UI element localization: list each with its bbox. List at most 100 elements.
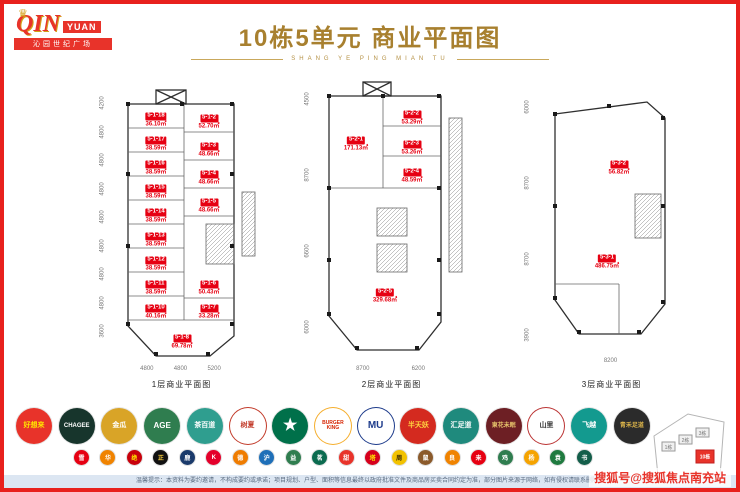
brand-circle-古茗: 茗: [312, 450, 328, 465]
title-block: 10栋5单元 商业平面图 SHANG YE PING MIAN TU: [4, 18, 736, 62]
brand-circle-好想来: 好想来: [16, 408, 52, 444]
logo-text-qin: QIN: [16, 11, 61, 37]
brand-树夏: 树夏: [229, 408, 266, 444]
sitemap-highlight-label: 10栋: [700, 454, 711, 461]
brand-circle-霸王茶姬: CHAGEE: [58, 408, 95, 444]
logo-wordmark: QIN YUAN: [14, 12, 118, 36]
brand-好想来: 好想来: [16, 408, 52, 444]
brand-東花未眠: 東花未眠: [485, 408, 522, 444]
brand-良品铺子: 良: [444, 450, 460, 465]
brand-circle-老乡鸡: 鸡: [497, 450, 513, 465]
brand-益禾堂: 益: [285, 450, 301, 465]
brand-circle-星巴克: ★: [272, 408, 309, 444]
brand-杨国福: 杨: [523, 450, 539, 465]
brand-circle-树夏: 树夏: [229, 408, 266, 444]
brand-霸王茶姬: CHAGEE: [58, 408, 95, 444]
brand-金瓜水果: 金瓜: [101, 408, 138, 444]
logo-subtitle: 沁园世纪广场: [14, 38, 112, 50]
columns-1f: [126, 102, 234, 356]
sitemap-highlight-building: [695, 449, 715, 464]
brand-circle-华莱士: 华: [100, 450, 116, 465]
brand-老乡鸡: 鸡: [497, 450, 513, 465]
brand-飞越: 飞越: [571, 408, 608, 444]
brand-塔斯汀: 塔: [365, 450, 381, 465]
page-subtitle: SHANG YE PING MIAN TU: [4, 56, 736, 62]
brand-circle-AGE DECOR: AGE: [144, 408, 181, 444]
dim-label: 6600: [305, 244, 312, 258]
dim-label: 6000: [305, 320, 312, 334]
brand-circle-金瓜水果: 金瓜: [101, 408, 138, 444]
brand-circle-瑞幸咖啡: 鹿: [179, 450, 195, 465]
dim-label: 4800: [100, 238, 107, 253]
dim-label: 4800: [100, 210, 107, 224]
brand-绝味鸭脖: 绝: [126, 450, 142, 465]
plan-caption-3f: 3层商业平面图: [581, 380, 642, 389]
dim-label: 5200: [207, 366, 221, 372]
brand-circle-MU: MU: [357, 408, 394, 444]
brand-circle-半天妖: 半天妖: [400, 408, 437, 444]
dims-left-2f: 4500 8700 6600 6000: [302, 92, 314, 334]
brand-蜜雪冰城: 雪: [74, 450, 89, 465]
brand-circle-绝味鸭脖: 绝: [126, 450, 142, 465]
dim-label: 4800: [100, 267, 107, 281]
brand-周黑鸭: 周: [391, 450, 407, 465]
brand-星巴克: ★: [272, 408, 309, 444]
disclaimer-bar: 温馨提示：本资料为要约邀请，不构成要约或承诺；项目规划、户型、面积等信息最终以政…: [4, 475, 736, 488]
brand-circle-良品铺子: 良: [444, 450, 460, 465]
dims-bottom-3f: 8200: [555, 358, 666, 364]
dim-label: 3900: [525, 328, 532, 342]
plan-caption-2f: 2层商业平面图: [361, 380, 422, 389]
dim-label: 4800: [100, 153, 107, 167]
brand-circle-東花未眠: 東花未眠: [485, 408, 522, 444]
brand-circle-益禾堂: 益: [285, 450, 301, 465]
header: ♛ QIN YUAN 沁园世纪广场 10栋5单元 商业平面图 SHANG YE …: [4, 8, 736, 64]
brand-沪上阿姨: 沪: [259, 450, 275, 465]
brand-甜啦啦: 甜: [338, 450, 354, 465]
dim-label: 4200: [100, 96, 107, 110]
dim-label: 4800: [100, 124, 107, 139]
brand-circle-周黑鸭: 周: [391, 450, 407, 465]
brand-半天妖: 半天妖: [400, 408, 437, 444]
brand-circle-德克士: 德: [232, 450, 248, 465]
brand-circle-书亦烧仙草: 书: [576, 450, 592, 465]
brand-三只松鼠: 鼠: [418, 450, 434, 465]
dim-label: 4500: [305, 92, 312, 106]
dim-label: 4800: [100, 181, 107, 196]
brand-MU: MU: [357, 408, 394, 444]
brand-正新鸡排: 正: [153, 450, 169, 465]
brand-古茗: 茗: [312, 450, 328, 465]
dim-label: 8200: [603, 358, 618, 364]
plan-caption-1f: 1层商业平面图: [151, 380, 212, 389]
sitemap-label: 3栋: [699, 430, 707, 437]
crown-icon: ♛: [18, 8, 28, 20]
watermark-prefix: 搜狐号@: [594, 471, 642, 485]
dim-label: 8700: [305, 168, 312, 182]
floorplan-1f-drawing: [126, 89, 256, 357]
brand-circle-正新鸡排: 正: [153, 450, 169, 465]
brand-书亦烧仙草: 书: [576, 450, 592, 465]
floorplan-2f-drawing: [327, 81, 463, 351]
sitemap: 1栋 2栋 3栋 10栋: [653, 413, 725, 477]
floorplan-3f-drawing: [553, 101, 666, 335]
brand-circle-青禾足道: 青禾足道: [613, 408, 650, 444]
brand-circle-肯德基: K: [206, 450, 222, 465]
